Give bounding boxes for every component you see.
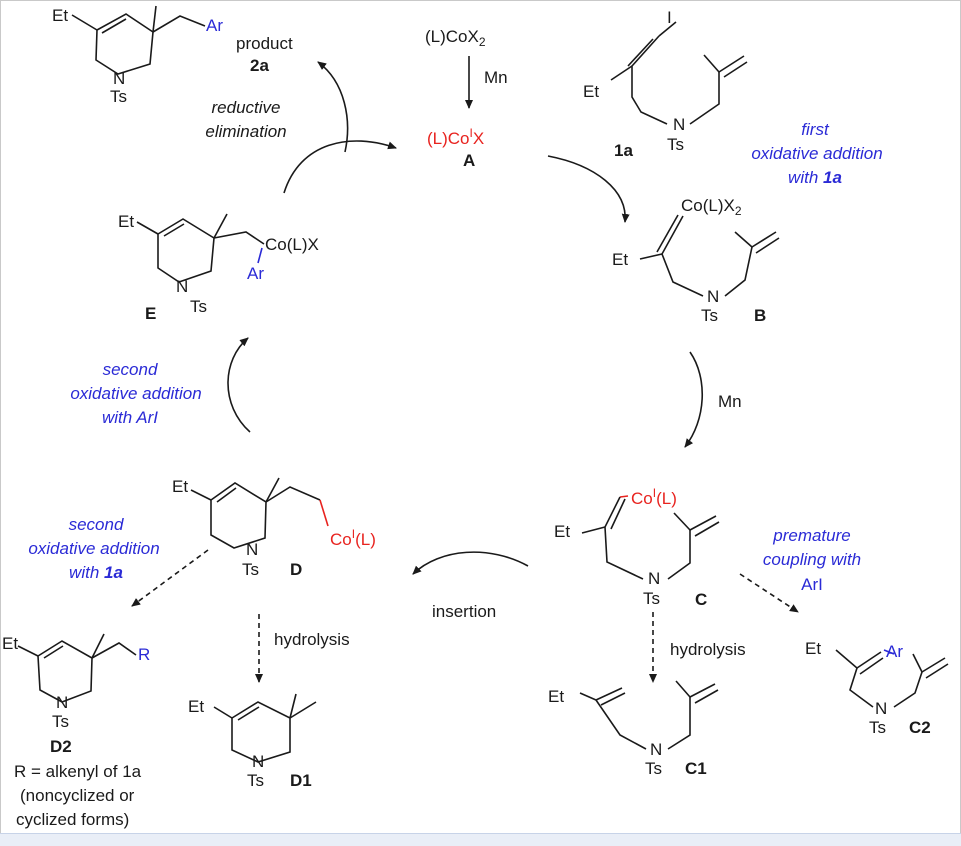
step-reductive-line2: elimination bbox=[205, 122, 287, 141]
C1-n: N bbox=[650, 740, 663, 759]
product-2a-structure bbox=[71, 5, 206, 75]
D-label: D bbox=[290, 560, 303, 579]
window-bottom-bar bbox=[0, 833, 961, 846]
D-ts: Ts bbox=[242, 560, 259, 579]
arrow-oa2 bbox=[227, 337, 251, 433]
D-et: Et bbox=[172, 477, 189, 496]
product-word: product bbox=[236, 34, 293, 53]
C-et: Et bbox=[554, 522, 571, 541]
step-second-oa-ari-line3: with ArI bbox=[101, 408, 159, 427]
D-co-formula: CoI(L) bbox=[330, 527, 376, 549]
B-co-formula: Co(L)X2 bbox=[681, 196, 742, 218]
arrow-mn-right bbox=[684, 351, 704, 448]
D2-note-line3: cyclized forms) bbox=[16, 810, 130, 829]
product-ar: Ar bbox=[206, 16, 223, 35]
D1-structure bbox=[213, 693, 317, 763]
hydrolysis-D-label: hydrolysis bbox=[274, 630, 350, 649]
C2-label: C2 bbox=[909, 718, 931, 737]
D-n: N bbox=[246, 540, 259, 559]
arrow-oa1 bbox=[547, 155, 630, 223]
E-co-formula: Co(L)X bbox=[265, 235, 319, 254]
C1-et: Et bbox=[548, 687, 565, 706]
catalyst-A-label: A bbox=[463, 151, 476, 170]
product-ts: Ts bbox=[110, 87, 127, 106]
B-structure bbox=[639, 214, 780, 297]
B-n: N bbox=[707, 287, 720, 306]
E-label: E bbox=[145, 304, 157, 323]
substrate-label: 1a bbox=[614, 141, 633, 160]
D2-label: D2 bbox=[50, 737, 72, 756]
D1-et: Et bbox=[188, 697, 205, 716]
D2-structure bbox=[17, 633, 137, 703]
D-structure bbox=[190, 477, 329, 549]
C-n: N bbox=[648, 569, 661, 588]
D1-ts: Ts bbox=[247, 771, 264, 790]
substrate-1a-structure bbox=[610, 21, 748, 125]
product-label: 2a bbox=[250, 56, 269, 75]
C-co-formula: CoI(L) bbox=[631, 486, 677, 508]
step-premature-line2: coupling with bbox=[762, 550, 862, 569]
D2-et: Et bbox=[2, 634, 19, 653]
mn-right-label: Mn bbox=[718, 392, 742, 411]
E-et: Et bbox=[118, 212, 135, 231]
arrow-to-A bbox=[283, 140, 397, 194]
B-ts: Ts bbox=[701, 306, 718, 325]
C-ts: Ts bbox=[643, 589, 660, 608]
E-structure bbox=[136, 213, 265, 283]
substrate-et: Et bbox=[583, 82, 600, 101]
step-second-oa-1a-line1: second bbox=[68, 515, 124, 534]
step-premature-line3: ArI bbox=[801, 575, 823, 594]
step-premature-line1: premature bbox=[773, 526, 851, 545]
C1-label: C1 bbox=[685, 759, 707, 778]
E-n: N bbox=[176, 277, 189, 296]
C2-structure bbox=[835, 649, 949, 708]
step-reductive-line1: reductive bbox=[211, 98, 281, 117]
D2-note-line1: R = alkenyl of 1a bbox=[14, 762, 142, 781]
B-et: Et bbox=[612, 250, 629, 269]
C-label: C bbox=[695, 590, 708, 609]
step-insertion-label: insertion bbox=[432, 602, 497, 621]
C2-ar: Ar bbox=[886, 642, 903, 661]
C-structure bbox=[581, 495, 720, 580]
D2-n: N bbox=[56, 693, 69, 712]
mn-top-label: Mn bbox=[484, 68, 508, 87]
B-label: B bbox=[754, 306, 767, 325]
substrate-iodo: I bbox=[667, 8, 672, 27]
C1-ts: Ts bbox=[645, 759, 662, 778]
C2-ts: Ts bbox=[869, 718, 886, 737]
substrate-ts: Ts bbox=[667, 135, 684, 154]
C2-et: Et bbox=[805, 639, 822, 658]
C1-structure bbox=[579, 680, 719, 750]
step-second-oa-1a-line3: with 1a bbox=[69, 563, 123, 582]
precatalyst-label: (L)CoX2 bbox=[425, 27, 486, 49]
C2-n: N bbox=[875, 699, 888, 718]
substrate-n: N bbox=[673, 115, 686, 134]
step-first-oa-line1: first bbox=[801, 120, 829, 139]
step-first-oa-line2: oxidative addition bbox=[751, 144, 883, 163]
step-second-oa-1a-line2: oxidative addition bbox=[28, 539, 160, 558]
product-n: N bbox=[113, 69, 126, 88]
catalyst-A-formula: (L)CoIX bbox=[427, 126, 485, 148]
arrow-oa2-1a bbox=[131, 549, 209, 607]
D1-label: D1 bbox=[290, 771, 312, 790]
product-et: Et bbox=[52, 6, 69, 25]
step-second-oa-ari-line1: second bbox=[102, 360, 158, 379]
step-second-oa-ari-line2: oxidative addition bbox=[70, 384, 202, 403]
E-ts: Ts bbox=[190, 297, 207, 316]
D2-note-line2: (noncyclized or bbox=[20, 786, 135, 805]
D1-n: N bbox=[252, 752, 265, 771]
hydrolysis-C-label: hydrolysis bbox=[670, 640, 746, 659]
arrow-premature bbox=[739, 573, 799, 613]
D2-r: R bbox=[138, 645, 151, 664]
arrow-reductive bbox=[317, 61, 349, 153]
step-first-oa-line3: with 1a bbox=[788, 168, 842, 187]
arrow-insertion bbox=[412, 551, 529, 575]
E-ar: Ar bbox=[247, 264, 264, 283]
D2-ts: Ts bbox=[52, 712, 69, 731]
